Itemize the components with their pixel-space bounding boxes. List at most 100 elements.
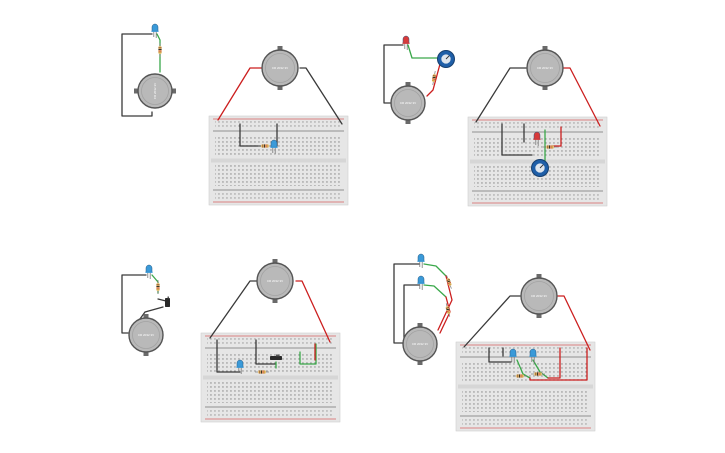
resistor-band: [267, 144, 269, 148]
battery-ring: [394, 89, 422, 117]
resistor-band: [262, 370, 264, 374]
wire: [501, 123, 533, 156]
led-rim: [402, 42, 410, 44]
resistor-band: [259, 370, 261, 374]
resistor-band: [448, 283, 452, 286]
wire: [217, 67, 263, 121]
wire: [516, 359, 531, 379]
led-body: [529, 348, 537, 357]
center-channel: [458, 384, 593, 389]
resistor-band: [156, 286, 160, 287]
wire: [216, 339, 241, 373]
resistor-band: [432, 78, 436, 80]
led-body: [236, 359, 244, 368]
pot-marker: [539, 164, 544, 169]
switch-body: [165, 298, 170, 307]
resistor-icon: [445, 303, 451, 317]
resistor-band: [547, 145, 549, 149]
wire: [529, 347, 588, 381]
resistor-band: [535, 372, 537, 376]
led-rim: [533, 138, 541, 140]
battery-label: CR 2032 3V: [267, 279, 283, 283]
resistor-band: [264, 370, 266, 374]
coin-cell-battery-icon: CR 2032 3V: [256, 259, 294, 303]
wire: [426, 63, 441, 97]
resistor-band: [261, 370, 262, 374]
led-body: [533, 131, 541, 140]
breadboard-icon: [455, 341, 596, 432]
led-body: [270, 139, 278, 148]
wire: [532, 359, 549, 379]
blue-led-icon: [151, 23, 159, 38]
switch-body: [270, 356, 282, 360]
led-rim: [236, 366, 244, 368]
blue-led-icon: [417, 253, 425, 268]
wire: [488, 347, 512, 363]
battery-ring: [132, 321, 160, 349]
pot-marker: [445, 55, 450, 60]
battery-ring: [265, 53, 295, 83]
center-channel: [203, 375, 338, 380]
battery-ring: [260, 266, 290, 296]
circuit-red-led-potentiometer: CR 2032 3V CR 2032 3V: [383, 35, 608, 207]
resistor-band: [446, 310, 450, 312]
breadboard-icon: [200, 332, 341, 423]
terminal-holes: [462, 361, 589, 383]
battery-body: [137, 73, 173, 109]
resistor-band: [549, 145, 550, 149]
rail-holes: [207, 338, 334, 346]
resistor-band: [431, 79, 436, 82]
wire: [383, 44, 404, 104]
resistor-band: [537, 372, 538, 376]
resistor-band: [540, 372, 542, 376]
coin-cell-battery-icon: CR 2032 3V: [520, 274, 558, 318]
resistor-icon: [255, 370, 269, 374]
rail-holes: [462, 347, 589, 355]
resistor-band: [447, 282, 451, 284]
potentiometer-icon: [437, 50, 455, 68]
battery-body: [520, 277, 558, 315]
wire: [393, 263, 420, 344]
coin-cell-battery-icon: CR 2032 3V: [526, 46, 564, 90]
resistor-band: [156, 287, 160, 289]
resistor-icon: [431, 71, 437, 85]
led-rim: [145, 271, 153, 273]
battery-label: CR 2032 3V: [400, 101, 416, 105]
terminal-holes: [474, 136, 601, 158]
resistor-band: [520, 374, 522, 378]
wire: [255, 339, 277, 365]
resistor-band: [522, 374, 524, 378]
wire: [209, 280, 259, 339]
rail-holes: [462, 418, 589, 426]
resistor-band: [550, 145, 552, 149]
rail-holes: [474, 122, 601, 130]
slide-switch-icon: [165, 296, 170, 307]
wire: [239, 123, 263, 147]
blue-led-icon: [236, 359, 244, 374]
resistor-band: [265, 144, 267, 148]
terminal-holes: [207, 381, 334, 403]
wire: [403, 284, 420, 344]
battery-label: CR 2032 3V: [537, 66, 553, 70]
led-rim: [151, 30, 159, 32]
wire: [423, 263, 447, 277]
resistor-band: [264, 144, 265, 148]
resistor-band: [517, 374, 519, 378]
battery-label: CR 2032 3V: [153, 83, 157, 99]
wire: [423, 284, 447, 298]
battery-body: [526, 49, 564, 87]
resistor-icon: [258, 144, 272, 148]
resistor-band: [262, 144, 264, 148]
resistor-band: [432, 75, 437, 77]
resistor-band: [158, 49, 162, 50]
led-rim: [270, 146, 278, 148]
rail-holes: [207, 409, 334, 417]
wire: [437, 275, 453, 331]
wire: [157, 298, 167, 307]
blue-led-icon: [509, 348, 517, 363]
switch-slider: [276, 354, 280, 357]
